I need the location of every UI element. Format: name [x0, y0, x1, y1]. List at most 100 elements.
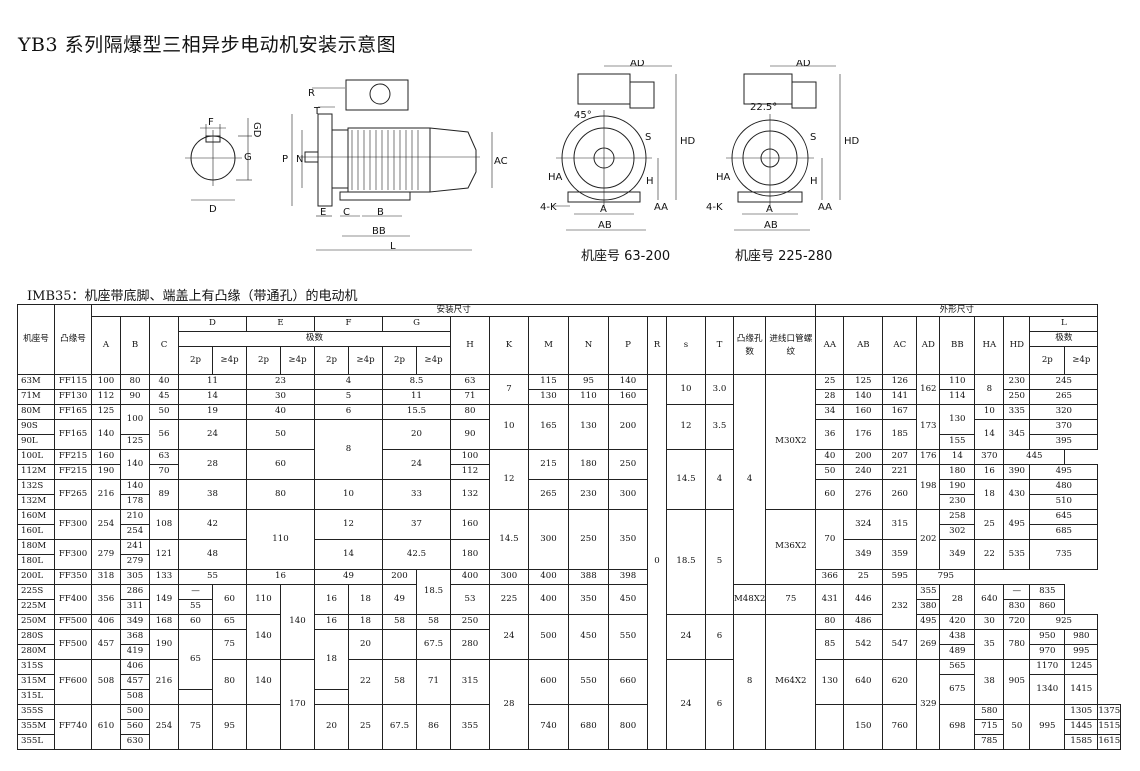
shaft-end-view [185, 118, 252, 201]
hdr-k: K [489, 316, 529, 375]
f-cell: 18 [348, 584, 383, 615]
side-label-p: P [282, 154, 288, 165]
bb-cell: 580 [974, 704, 1005, 720]
b-cell: 90 [120, 389, 150, 405]
d-cell: 42 [178, 509, 247, 540]
d-cell: 55 [178, 569, 247, 585]
shaft-label-f: F [208, 117, 214, 128]
ab-cell: 760 [882, 704, 918, 750]
hd-cell: 535 [1003, 539, 1031, 570]
h-cell: 225 [489, 584, 529, 615]
side-label-ac: AC [494, 156, 508, 167]
ad-cell: 232 [882, 584, 918, 630]
dimension-table: 机座号 凸缘号 安装尺寸 外形尺寸 A B C D E F G H K M N … [17, 304, 1122, 750]
h-cell: 160 [450, 509, 490, 540]
l-cell: 320 [1029, 404, 1099, 420]
front2-label-aa: AA [818, 202, 832, 213]
n-cell: 180 [568, 449, 609, 480]
front2-label-ab: AB [764, 220, 778, 231]
h-cell: 132 [450, 479, 490, 510]
ab-cell: 200 [843, 449, 884, 465]
p-cell: 300 [608, 479, 648, 510]
e-cell: 140 [280, 584, 315, 660]
b-cell: 125 [120, 434, 150, 450]
d-cell: 55 [178, 599, 213, 615]
m-cell: 115 [528, 374, 569, 390]
hd-cell: 640 [974, 584, 1005, 615]
h-cell: 250 [450, 614, 490, 630]
front-view-225-280 [726, 65, 841, 231]
m-cell: 165 [528, 404, 569, 450]
front2-label-4k: 4-K [706, 202, 723, 213]
flange-cell: FF350 [54, 569, 92, 585]
l4-cell: 995 [1064, 644, 1099, 660]
ab-cell: 486 [843, 614, 884, 630]
hdr-poles-l: 极数 [1029, 331, 1099, 347]
ab-cell: 240 [843, 464, 884, 480]
ab-cell: 349 [843, 539, 884, 570]
flange-cell: FF165 [54, 419, 92, 450]
f-cell: 20 [348, 629, 383, 660]
hdr-install: 安装尺寸 [90, 304, 817, 317]
a-cell: 508 [91, 659, 121, 705]
hd-cell: 995 [1029, 704, 1066, 750]
hdr-g-2p: 2p [382, 346, 417, 375]
t-cell: 3.5 [705, 404, 734, 450]
hdr-f: F [314, 316, 383, 332]
ha-cell: 28 [939, 584, 976, 615]
l-cell: 510 [1029, 494, 1099, 510]
l2-cell: 970 [1029, 644, 1066, 660]
d-cell: 38 [178, 479, 247, 510]
p-cell: 200 [608, 404, 648, 450]
flange-cell: FF600 [54, 659, 92, 705]
b-cell: 508 [120, 689, 150, 705]
front-view-63-200 [552, 65, 677, 231]
ac-cell: 260 [882, 479, 918, 510]
a-cell: 112 [91, 389, 121, 405]
hdr-g: G [382, 316, 451, 332]
frame-cell: 90S [17, 419, 55, 435]
l-cell: 370 [1029, 419, 1099, 435]
ad-cell: 198 [916, 464, 941, 510]
a-cell: 356 [91, 584, 121, 615]
thread-cell: M64X2 [765, 614, 817, 750]
m-cell: 130 [528, 389, 569, 405]
hd-cell: 370 [974, 449, 1005, 465]
k-cell: 7 [489, 374, 529, 405]
ad-cell: 269 [916, 629, 941, 660]
g-cell: 67.5 [416, 629, 451, 660]
h-cell: 355 [450, 704, 490, 750]
a-cell: 190 [91, 464, 121, 480]
frame-cell: 280S [17, 629, 55, 645]
flange-cell: FF165 [54, 404, 92, 420]
g-cell: 86 [416, 704, 451, 750]
ha-cell: 16 [974, 464, 1005, 480]
frame-cell: 180M [17, 539, 55, 555]
hd-cell: 720 [1003, 614, 1031, 630]
g-cell: 67.5 [382, 704, 417, 750]
flange-cell: FF115 [54, 374, 92, 390]
t-cell: 6 [705, 614, 734, 660]
hdr-f-2p: 2p [314, 346, 349, 375]
thread-cell: M48X2 [732, 584, 767, 615]
l2-cell: 1445 [1064, 719, 1099, 735]
frame-cell: 160M [17, 509, 55, 525]
ab-cell: 640 [843, 659, 884, 705]
g-cell: 42.5 [382, 539, 451, 570]
b-cell: 305 [120, 569, 150, 585]
front2-label-angle: 22.5° [750, 102, 777, 113]
b-cell: 311 [120, 599, 150, 615]
frame-cell: 355L [17, 734, 55, 750]
l2-cell: 950 [1029, 629, 1066, 645]
hdr-e-2p: 2p [246, 346, 281, 375]
d-cell: 95 [212, 704, 247, 750]
ha-cell: 8 [974, 374, 1005, 405]
ha-cell: 38 [974, 659, 1005, 705]
hdr-r: R [647, 316, 667, 375]
a-cell: 406 [91, 614, 121, 630]
hdr-m: M [528, 316, 569, 375]
hd-cell: 430 [1003, 479, 1031, 510]
f-cell: 8 [314, 419, 383, 480]
front1-label-ha: HA [548, 172, 563, 183]
a-cell: 279 [91, 539, 121, 570]
